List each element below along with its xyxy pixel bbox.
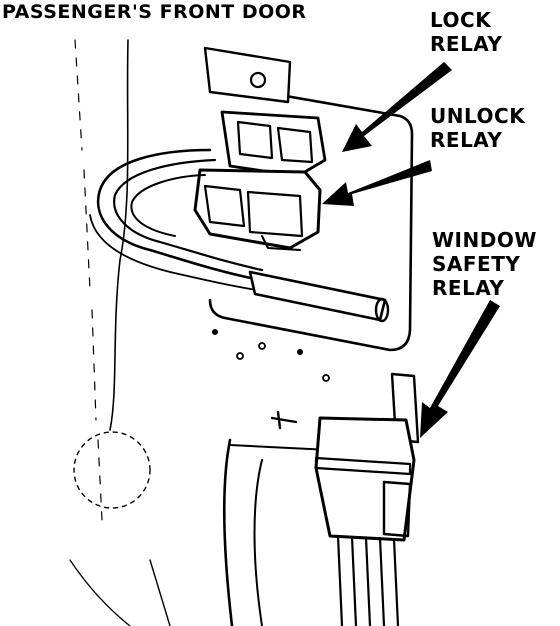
door-panel-edge-lower	[149, 559, 171, 626]
page-title: PASSENGER'S FRONT DOOR	[2, 1, 307, 23]
lock-relay-label-line: LOCK	[430, 8, 492, 32]
cable-end	[374, 297, 390, 323]
wire-harness-4	[89, 214, 271, 293]
wire-harness	[96, 148, 262, 282]
door-panel-inner-line	[69, 559, 131, 626]
window-safety-relay-label-line: WINDOW	[432, 228, 537, 252]
window-safety-relay	[314, 416, 416, 542]
mounting-screw	[270, 410, 298, 430]
mounting-plate	[208, 86, 414, 352]
window-safety-relay-label: WINDOW SAFETY RELAY	[432, 228, 537, 300]
dashed-reference-line	[74, 39, 103, 521]
window-safety-relay-connector	[382, 480, 412, 538]
unlock-relay-connector	[203, 184, 304, 238]
lock-relay-label-line: RELAY	[430, 32, 503, 56]
unlock-relay-arrow	[322, 160, 432, 206]
panel-hole	[212, 329, 218, 335]
door-panel-edge	[109, 39, 129, 431]
panel-hole	[322, 374, 330, 382]
lock-relay-arrow	[342, 62, 452, 152]
lock-relay-bolt	[249, 71, 267, 89]
unlock-relay-tab	[261, 235, 301, 251]
unlock-relay-label-line: UNLOCK	[430, 104, 526, 128]
window-safety-relay-label-line: RELAY	[432, 276, 505, 300]
window-safety-relay-arrow	[420, 300, 500, 438]
unlock-relay-label: UNLOCK RELAY	[430, 104, 525, 152]
door-cavity	[222, 438, 234, 626]
door-cavity-3	[229, 444, 331, 451]
sheathed-cable	[248, 270, 387, 322]
lock-relay	[220, 110, 327, 178]
door-cavity-2	[253, 459, 263, 626]
window-safety-relay-band	[314, 456, 412, 476]
panel-hole	[236, 352, 244, 360]
lock-relay-connector	[236, 120, 314, 164]
unlock-relay-label-line: RELAY	[430, 128, 503, 152]
lock-relay-label: LOCK RELAY	[430, 8, 502, 56]
wire-harness-3	[130, 174, 206, 237]
panel-hole	[258, 342, 266, 350]
wire-harness-2	[113, 158, 264, 272]
panel-hole	[297, 349, 303, 355]
window-safety-relay-label-line: SAFETY	[432, 252, 521, 276]
lock-relay-bracket	[203, 46, 292, 104]
door-grommet	[73, 431, 151, 509]
window-safety-relay-wires	[336, 534, 400, 626]
